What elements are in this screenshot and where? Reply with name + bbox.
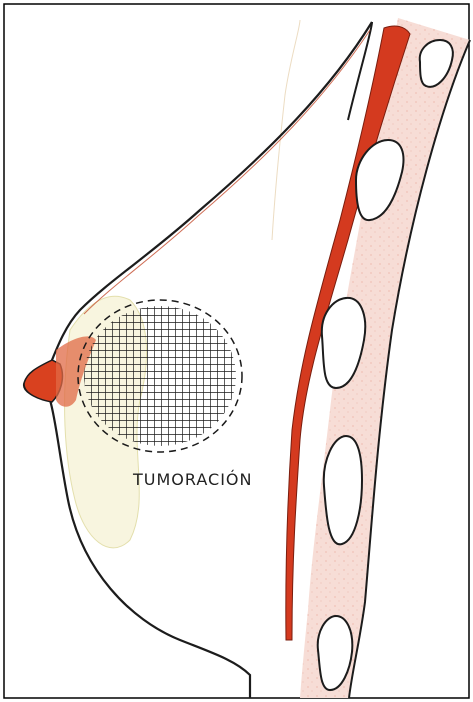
tumor-label: TUMORACIÓN [133,470,252,489]
tumor-mass [84,306,236,446]
